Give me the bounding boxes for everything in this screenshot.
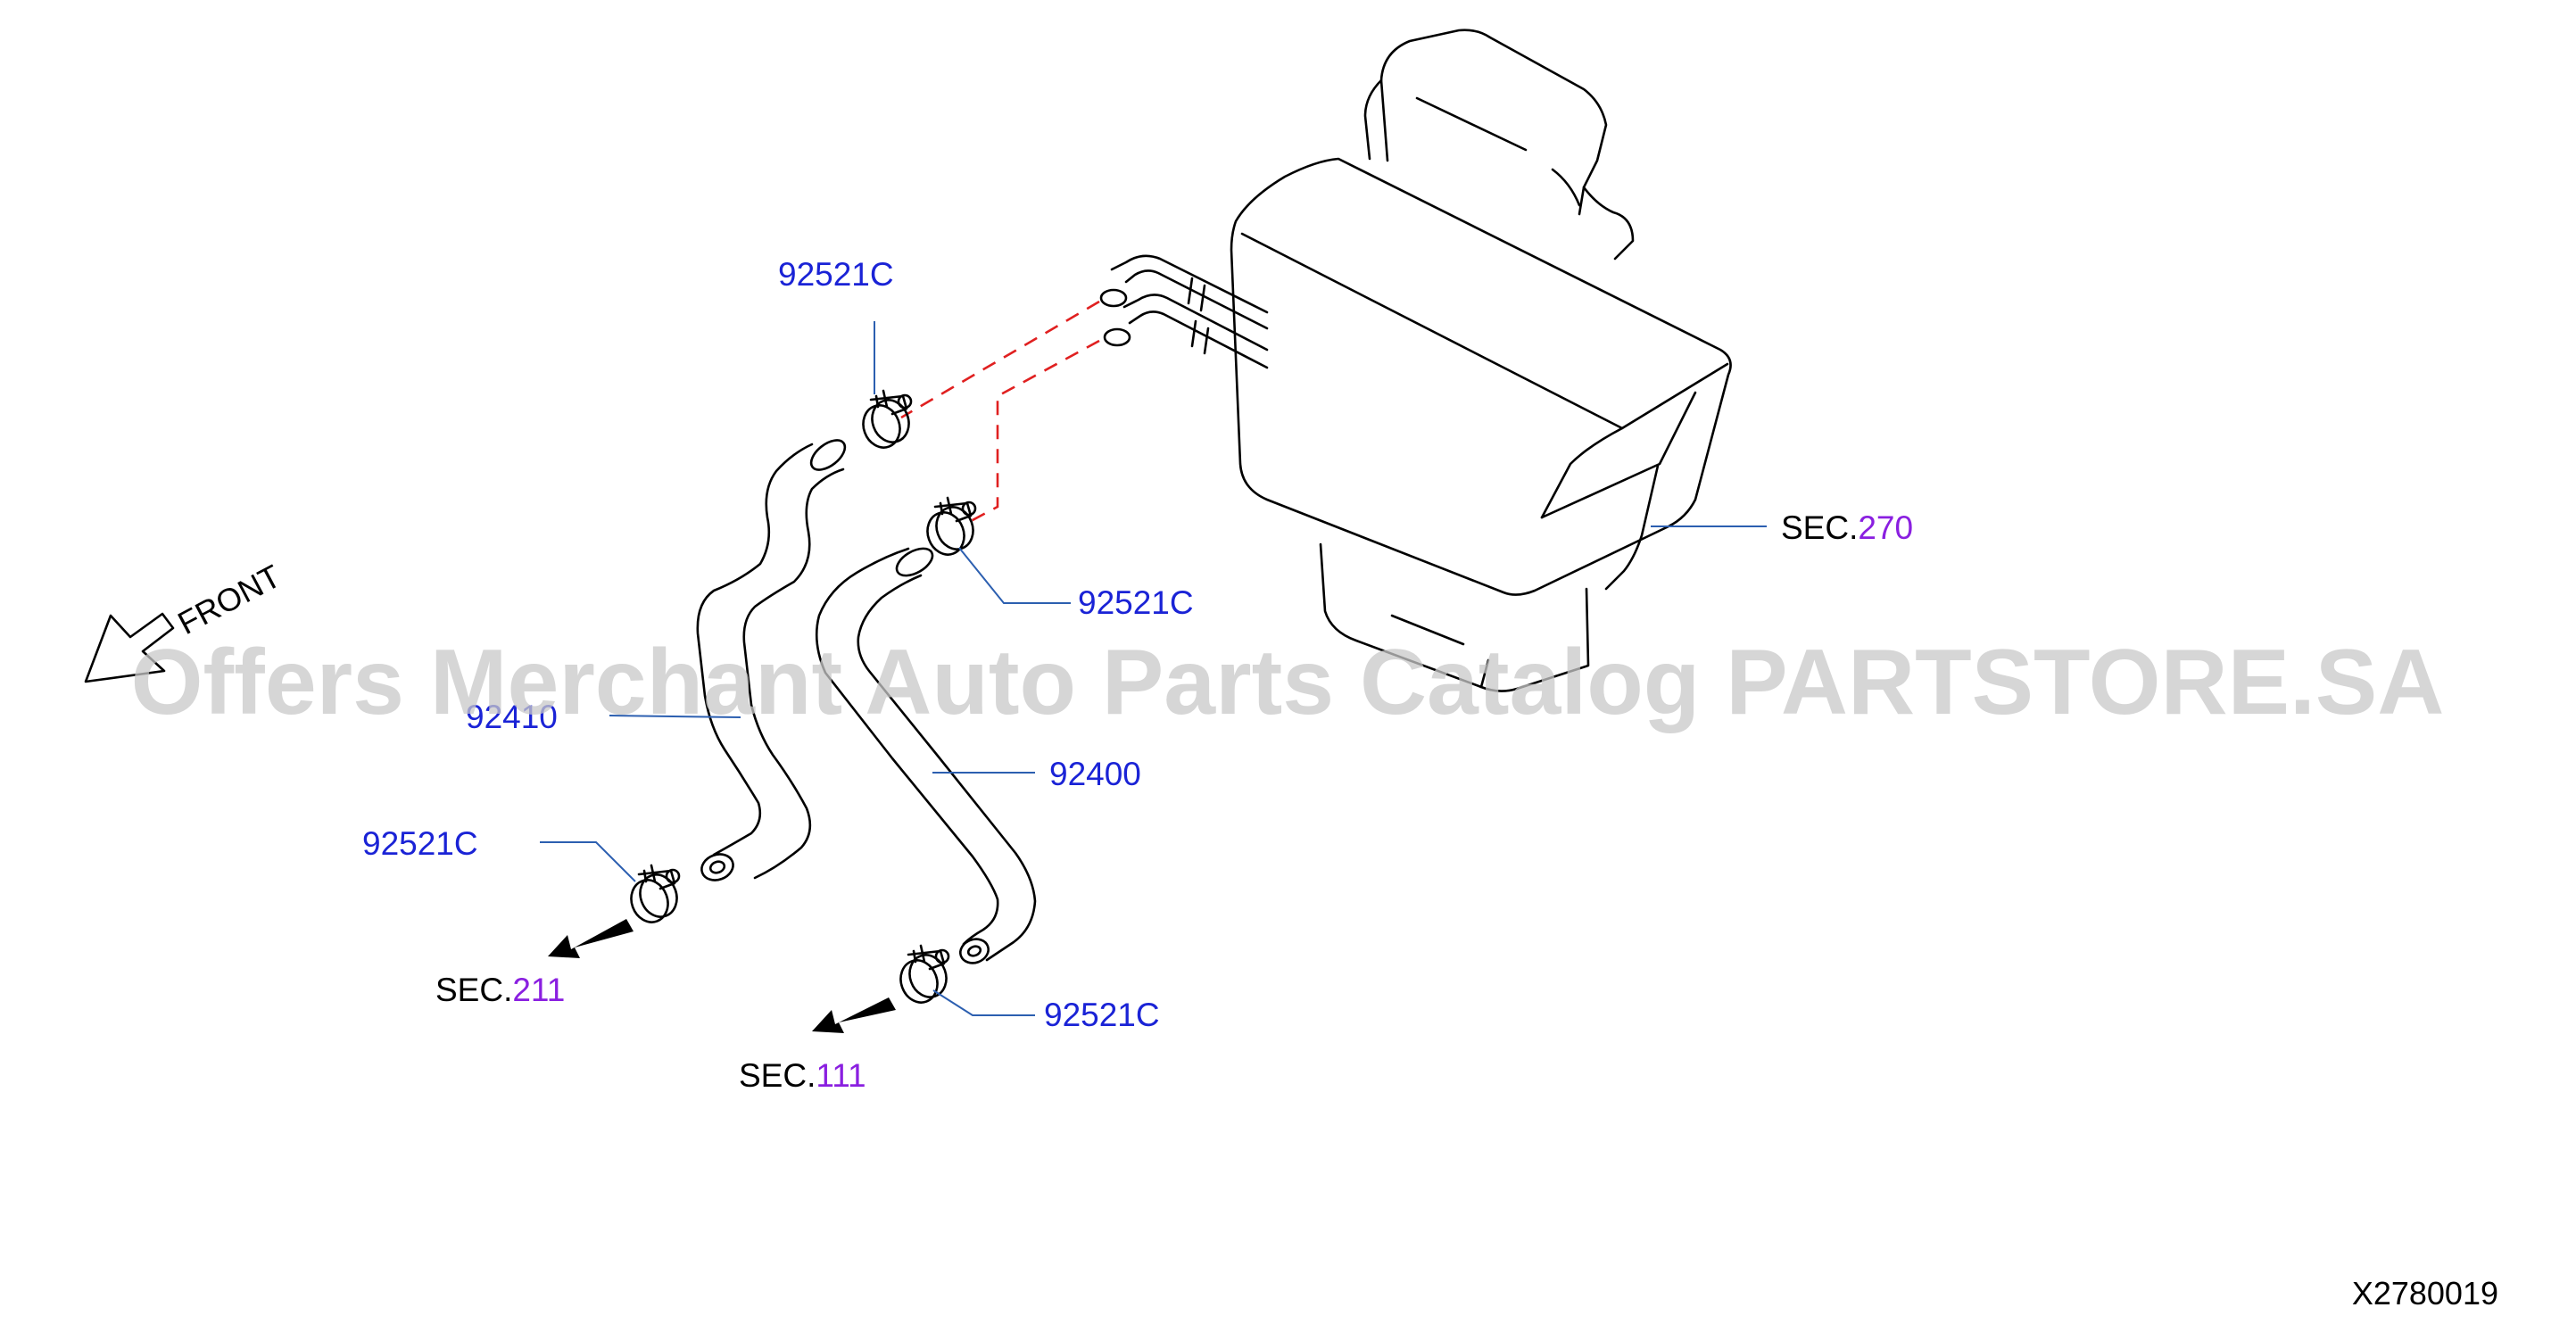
front-arrow-icon bbox=[84, 612, 175, 683]
section-ref-engine-left[interactable]: SEC.211 bbox=[435, 972, 565, 1008]
hose-92410[interactable] bbox=[696, 434, 850, 884]
section-ref-heater[interactable]: SEC.270 bbox=[1781, 509, 1913, 546]
section-ref-engine-bottom[interactable]: SEC.111 bbox=[739, 1057, 866, 1094]
section-ref-prefix: SEC. bbox=[739, 1057, 816, 1094]
leader-lines bbox=[540, 321, 1767, 1016]
section-ref-number: 270 bbox=[1858, 509, 1913, 546]
section-ref-number: 111 bbox=[816, 1057, 866, 1094]
reference-id: X2780019 bbox=[2352, 1275, 2498, 1312]
hidden-connection-lines bbox=[900, 300, 1100, 523]
section-ref-prefix: SEC. bbox=[435, 972, 512, 1008]
part-label-clamp-top[interactable]: 92521C bbox=[778, 256, 894, 293]
hose-clamp-icon[interactable] bbox=[922, 496, 979, 559]
section-ref-prefix: SEC. bbox=[1781, 509, 1858, 546]
front-label: FRONT bbox=[172, 558, 287, 641]
hose-clamp-icon[interactable] bbox=[857, 389, 915, 452]
watermark: Offers Merchant Auto Parts Catalog PARTS… bbox=[131, 631, 2445, 734]
part-label-clamp-bottom[interactable]: 92521C bbox=[1044, 997, 1160, 1033]
part-label-hose-left[interactable]: 92410 bbox=[466, 699, 558, 735]
direction-arrow-icon bbox=[548, 919, 634, 958]
part-label-clamp-mid[interactable]: 92521C bbox=[1078, 584, 1194, 621]
part-label-clamp-left[interactable]: 92521C bbox=[362, 825, 478, 862]
hose-clamp-icon[interactable] bbox=[625, 864, 683, 927]
part-label-hose-right[interactable]: 92400 bbox=[1049, 756, 1141, 792]
hose-92400[interactable] bbox=[815, 543, 1037, 967]
direction-arrow-icon bbox=[812, 997, 896, 1033]
section-ref-number: 211 bbox=[512, 972, 565, 1008]
heater-unit[interactable] bbox=[1099, 29, 1732, 692]
hose-clamp-icon[interactable] bbox=[895, 944, 952, 1007]
